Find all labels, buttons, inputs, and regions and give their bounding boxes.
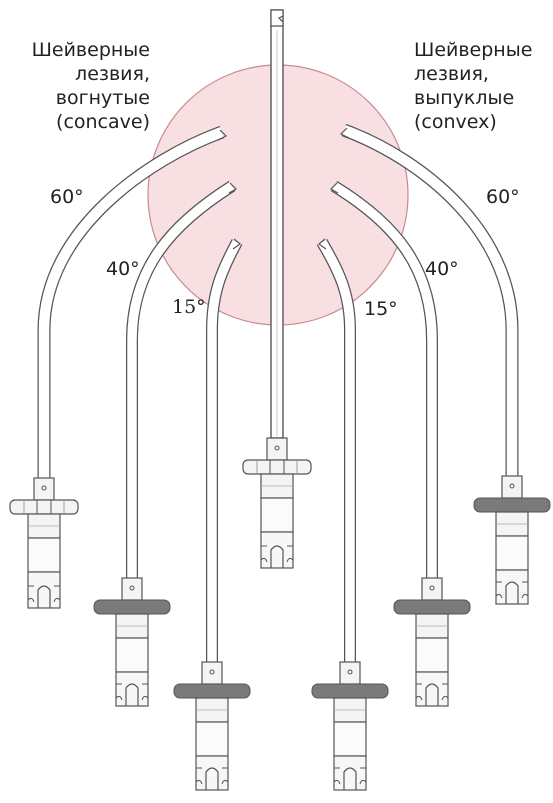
blade-concave-15	[173, 238, 251, 791]
blade-concave-60	[9, 125, 228, 609]
blade-concave-40	[93, 180, 237, 707]
angle-label-right-15: 15°	[364, 298, 398, 320]
blade-convex-60	[339, 123, 551, 605]
angle-label-left-60: 60°	[50, 186, 84, 208]
angle-label-left-40: 40°	[106, 258, 140, 280]
convex-label: Шейверные лезвия, выпуклые (convex)	[414, 39, 533, 133]
angle-label-left-15: 15°	[172, 296, 206, 318]
blade-convex-40	[330, 180, 471, 707]
angle-label-right-40: 40°	[425, 258, 459, 280]
blade-convex-15	[311, 238, 389, 791]
concave-label: Шейверные лезвия, вогнутые (concave)	[31, 39, 150, 133]
blade-straight	[242, 9, 312, 569]
angle-label-right-60: 60°	[486, 186, 520, 208]
